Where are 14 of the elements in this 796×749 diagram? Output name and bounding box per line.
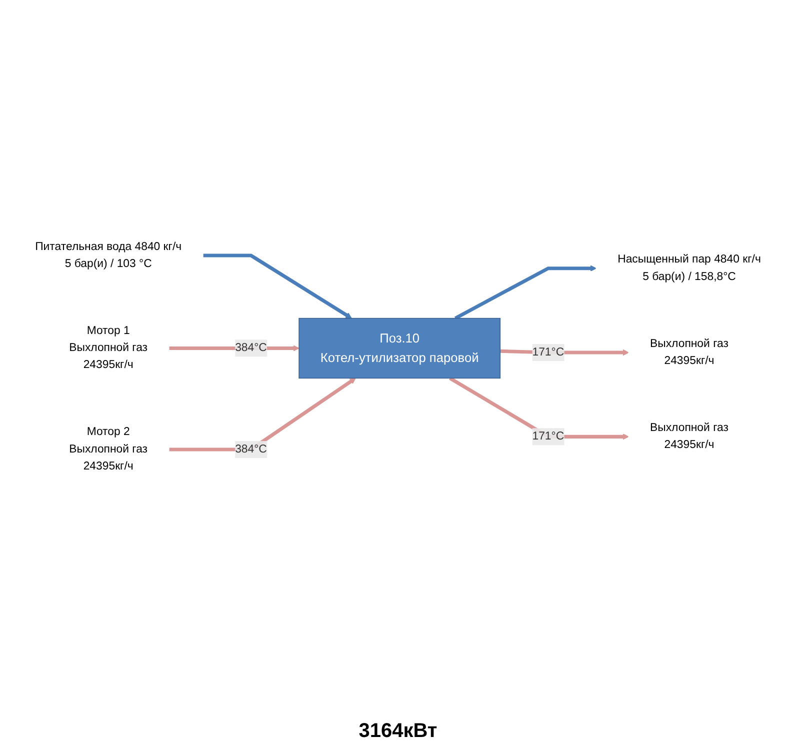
- power-label: 3164кВт: [358, 720, 438, 743]
- edge-label: 384°C: [235, 342, 267, 354]
- node-text: Питательная вода 4840 кг/ч 5 бар(и) / 103 °C: [35, 240, 182, 270]
- node-text: Насыщенный пар 4840 кг/ч 5 бар(и) / 158,8°C: [618, 254, 761, 283]
- node-text: Мотор 2 Выхлопной газ 24395кг/ч: [69, 426, 148, 473]
- edge-label: 171°C: [532, 346, 564, 358]
- arrow: [202, 254, 352, 319]
- node-text: Мотор 1 Выхлопной газ 24395кг/ч: [69, 324, 148, 372]
- node-text: Выхлопной газ 24395кг/ч: [650, 422, 728, 452]
- arrow: [454, 265, 596, 320]
- edge-label: 171°C: [532, 430, 564, 443]
- node-box: Поз.10 Котел-утилизатор паровой: [298, 318, 500, 379]
- node-text: Выхлопной газ 24395кг/ч: [650, 338, 728, 367]
- edge-label: 384°C: [235, 443, 267, 456]
